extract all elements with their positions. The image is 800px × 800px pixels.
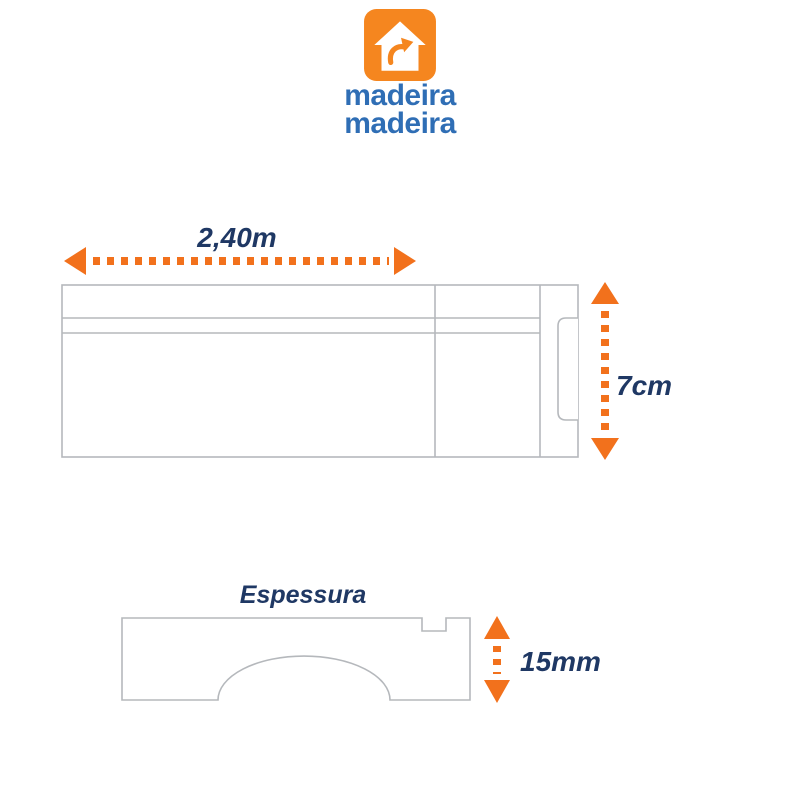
madeira-house-icon (364, 9, 436, 81)
thickness-title-label: Espessura (239, 581, 367, 609)
brand-logo: madeira madeira (0, 8, 800, 140)
thickness-dimension-label: 15mm (520, 646, 601, 677)
board-profile-view (121, 617, 471, 701)
thickness-dimension-arrow (484, 616, 510, 703)
board-front-view (61, 284, 579, 458)
length-dimension-label: 2,40m (197, 222, 277, 253)
length-dimension-arrow (64, 247, 416, 275)
end-clip-notch (557, 317, 578, 421)
height-dimension-label: 7cm (616, 370, 673, 401)
brand-name-line2: madeira (344, 106, 456, 140)
height-dimension-arrow (591, 282, 619, 460)
brand-name-line1: madeira (344, 79, 456, 112)
